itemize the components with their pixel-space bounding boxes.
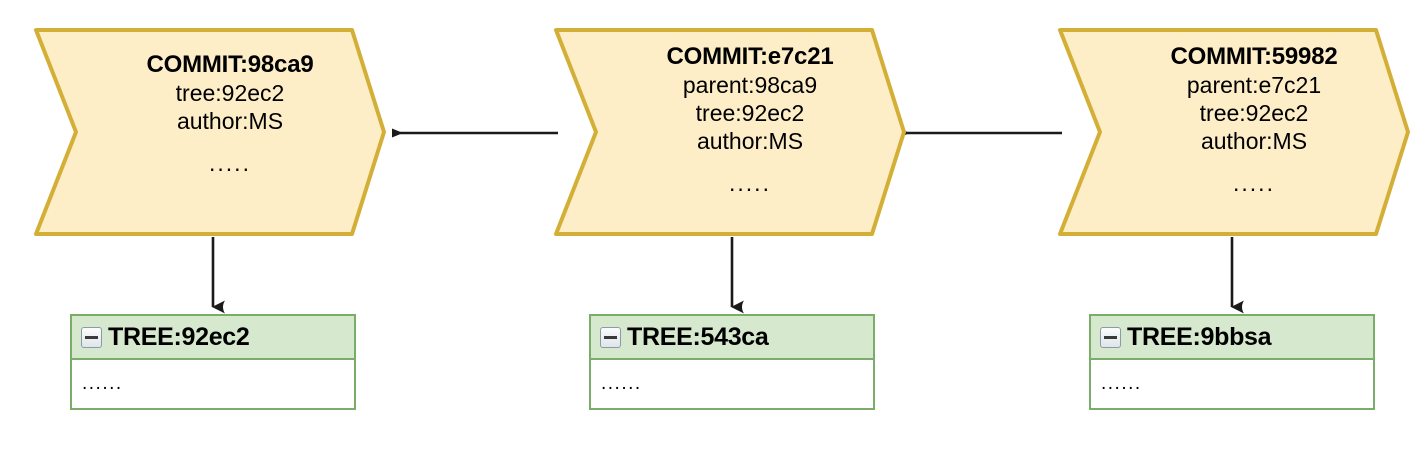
commit-tree-line: tree:92ec2 bbox=[1199, 100, 1309, 127]
commit-parent-line: parent:98ca9 bbox=[682, 72, 818, 99]
tree-node-543ca[interactable]: TREE:543ca ...... bbox=[589, 314, 875, 410]
tree-header: TREE:92ec2 bbox=[72, 316, 354, 360]
tree-body: ...... bbox=[72, 360, 354, 408]
commit-chevron-shape bbox=[1058, 28, 1410, 236]
commit-node-59982[interactable]: COMMIT:59982 parent:e7c21 tree:92ec2 aut… bbox=[1058, 28, 1410, 236]
commit-text-block: COMMIT:98ca9 tree:92ec2 author:MS ..... bbox=[34, 28, 386, 236]
tree-body: ...... bbox=[1091, 360, 1373, 408]
commit-ellipsis: ..... bbox=[1233, 170, 1275, 197]
commit-title: COMMIT:98ca9 bbox=[146, 51, 314, 78]
collapse-minus-icon[interactable] bbox=[81, 326, 102, 348]
tree-title: TREE:543ca bbox=[627, 322, 769, 351]
commit-tree-line: tree:92ec2 bbox=[695, 100, 805, 127]
commit-text-block: COMMIT:59982 parent:e7c21 tree:92ec2 aut… bbox=[1058, 28, 1410, 236]
commit-parent-line: parent:e7c21 bbox=[1186, 72, 1322, 99]
tree-header: TREE:9bbsa bbox=[1091, 316, 1373, 360]
commit-chevron-shape bbox=[34, 28, 386, 236]
commit-node-98ca9[interactable]: COMMIT:98ca9 tree:92ec2 author:MS ..... bbox=[34, 28, 386, 236]
commit-ellipsis: ..... bbox=[729, 170, 771, 197]
commit-author-line: author:MS bbox=[696, 128, 804, 155]
tree-ellipsis: ...... bbox=[601, 373, 642, 394]
tree-node-92ec2[interactable]: TREE:92ec2 ...... bbox=[70, 314, 356, 410]
commit-tree-line: tree:92ec2 bbox=[175, 80, 285, 107]
collapse-minus-icon[interactable] bbox=[1100, 326, 1121, 348]
tree-title: TREE:9bbsa bbox=[1127, 322, 1272, 351]
tree-node-9bbsa[interactable]: TREE:9bbsa ...... bbox=[1089, 314, 1375, 410]
tree-title: TREE:92ec2 bbox=[108, 322, 250, 351]
tree-header: TREE:543ca bbox=[591, 316, 873, 360]
commit-title: COMMIT:59982 bbox=[1170, 43, 1338, 70]
tree-ellipsis: ...... bbox=[1101, 373, 1142, 394]
commit-text-block: COMMIT:e7c21 parent:98ca9 tree:92ec2 aut… bbox=[554, 28, 906, 236]
tree-ellipsis: ...... bbox=[82, 373, 123, 394]
commit-title: COMMIT:e7c21 bbox=[666, 43, 834, 70]
commit-author-line: author:MS bbox=[1200, 128, 1308, 155]
tree-body: ...... bbox=[591, 360, 873, 408]
collapse-minus-icon[interactable] bbox=[600, 326, 621, 348]
commit-chevron-shape bbox=[554, 28, 906, 236]
commit-author-line: author:MS bbox=[176, 108, 284, 135]
commit-ellipsis: ..... bbox=[209, 150, 251, 177]
commit-node-e7c21[interactable]: COMMIT:e7c21 parent:98ca9 tree:92ec2 aut… bbox=[554, 28, 906, 236]
